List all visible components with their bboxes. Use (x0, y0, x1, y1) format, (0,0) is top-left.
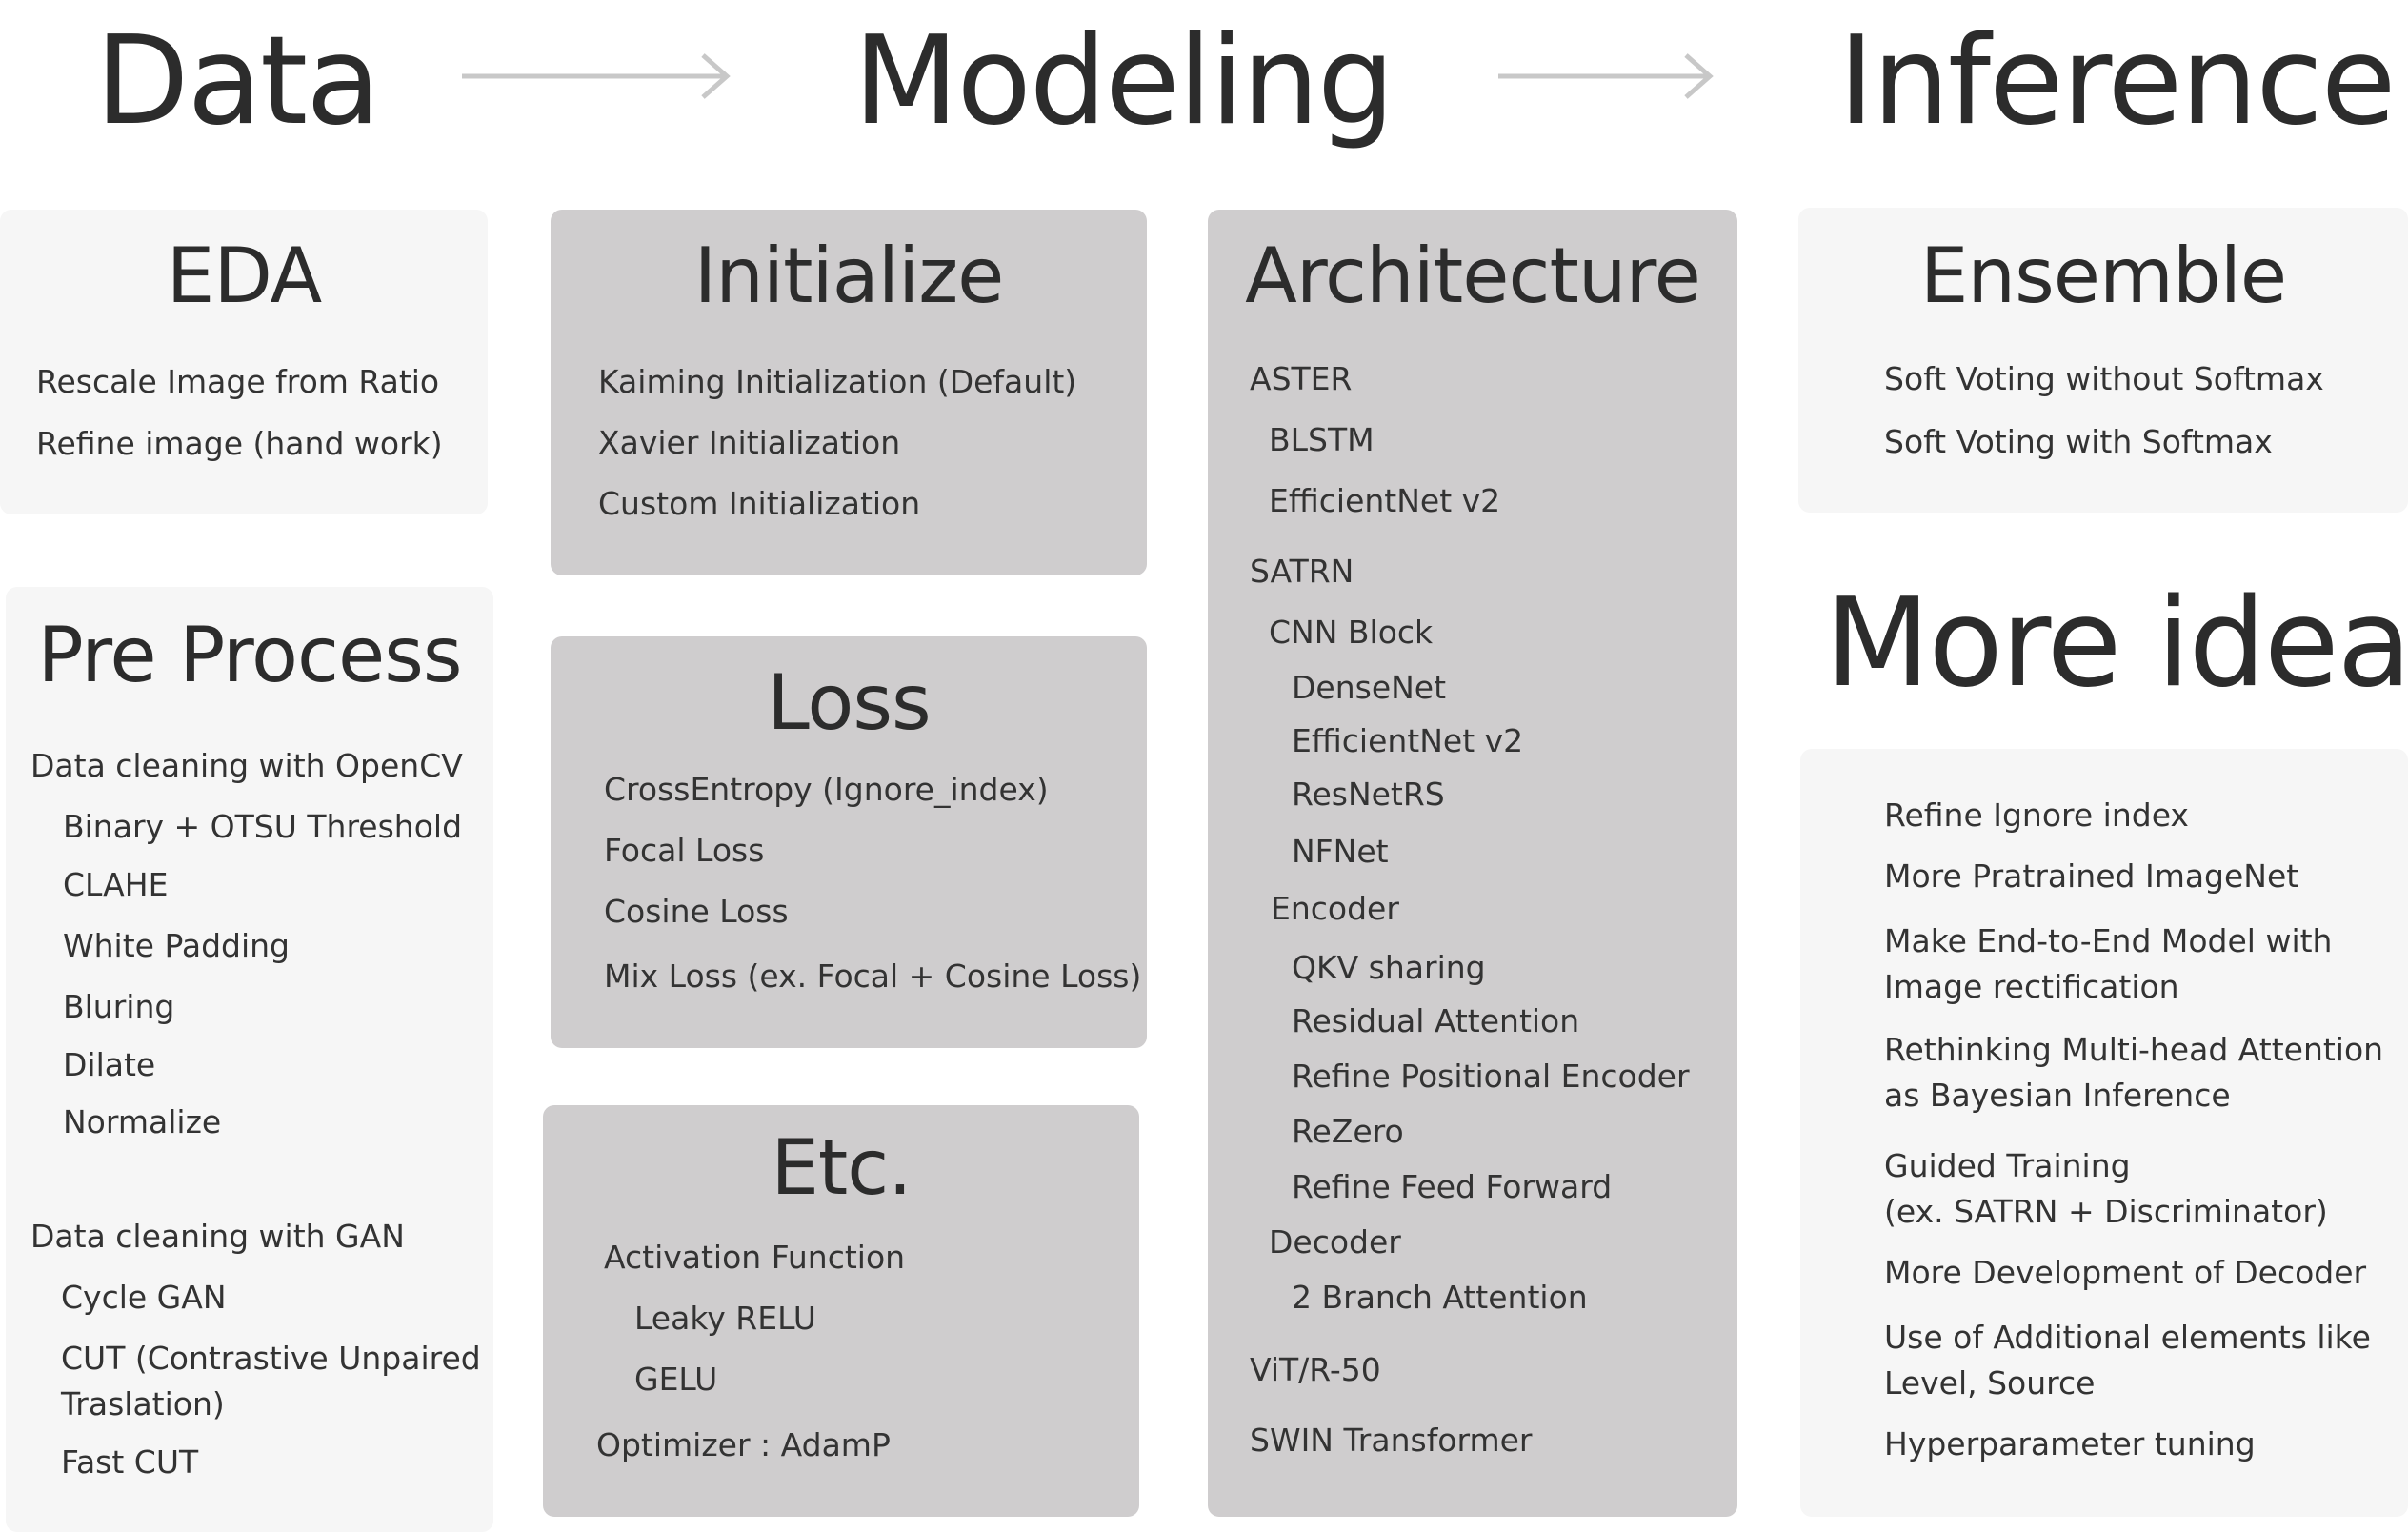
architecture-title: Architecture (1245, 232, 1701, 320)
cnn-item: DenseNet (1292, 669, 1447, 706)
eda-panel: EDA Rescale Image from Ratio Refine imag… (0, 210, 488, 514)
aster-item: EfficientNet v2 (1269, 482, 1501, 519)
opencv-item: Bluring (63, 988, 175, 1025)
activation-header: Activation Function (604, 1239, 906, 1276)
opencv-item: Binary + OTSU Threshold (63, 808, 463, 845)
idea-item: (ex. SATRN + Discriminator) (1884, 1193, 2328, 1230)
idea-item: as Bayesian Inference (1884, 1077, 2231, 1114)
idea-item: Level, Source (1884, 1364, 2096, 1402)
etc-panel: Etc. Activation Function Leaky RELU GELU… (543, 1105, 1139, 1517)
initialize-item: Kaiming Initialization (Default) (598, 363, 1077, 400)
ensemble-item: Soft Voting without Softmax (1884, 360, 2324, 397)
idea-item: Hyperparameter tuning (1884, 1425, 2256, 1462)
loss-item: Cosine Loss (604, 893, 789, 930)
initialize-title: Initialize (693, 232, 1005, 320)
initialize-panel: Initialize Kaiming Initialization (Defau… (551, 210, 1147, 575)
gan-item: Cycle GAN (61, 1279, 227, 1316)
cnn-item: EfficientNet v2 (1292, 722, 1524, 759)
encoder-item: Refine Positional Encoder (1292, 1058, 1690, 1095)
heading-data: Data (95, 10, 381, 152)
initialize-item: Custom Initialization (598, 485, 921, 522)
aster-item: BLSTM (1269, 421, 1375, 458)
opencv-item: White Padding (63, 927, 291, 964)
opencv-header: Data cleaning with OpenCV (30, 747, 463, 784)
aster-header: ASTER (1250, 360, 1353, 397)
decoder-item: 2 Branch Attention (1292, 1279, 1588, 1316)
cnn-item: ResNetRS (1292, 776, 1445, 813)
encoder-item: QKV sharing (1292, 949, 1486, 986)
loss-title: Loss (767, 658, 931, 747)
idea-item: Make End-to-End Model with (1884, 922, 2333, 959)
activation-item: Leaky RELU (634, 1300, 816, 1337)
idea-item: Image rectification (1884, 968, 2179, 1005)
pre-process-title: Pre Process (37, 611, 462, 699)
etc-title: Etc. (771, 1123, 912, 1212)
loss-item: CrossEntropy (Ignore_index) (604, 771, 1049, 808)
satrn-header: SATRN (1250, 553, 1354, 590)
idea-item: Refine Ignore index (1884, 797, 2189, 834)
ensemble-item: Soft Voting with Softmax (1884, 423, 2273, 460)
heading-modeling: Modeling (853, 10, 1395, 152)
eda-item: Refine image (hand work) (36, 425, 443, 462)
initialize-item: Xavier Initialization (598, 424, 901, 461)
more-idea-panel: Refine Ignore index More Pratrained Imag… (1800, 749, 2408, 1517)
ensemble-panel: Ensemble Soft Voting without Softmax Sof… (1798, 208, 2408, 513)
encoder-item: ReZero (1292, 1113, 1404, 1150)
opencv-item: Dilate (63, 1046, 156, 1083)
optimizer-item: Optimizer : AdamP (596, 1426, 891, 1463)
encoder-item: Residual Attention (1292, 1002, 1580, 1039)
idea-item: Guided Training (1884, 1147, 2131, 1184)
activation-item: GELU (634, 1361, 718, 1398)
gan-item: CUT (Contrastive Unpaired (61, 1340, 481, 1377)
idea-item: More Development of Decoder (1884, 1254, 2367, 1291)
heading-more-idea: More idea (1825, 573, 2408, 715)
encoder-header: Encoder (1271, 890, 1399, 927)
decoder-header: Decoder (1269, 1223, 1401, 1261)
loss-panel: Loss CrossEntropy (Ignore_index) Focal L… (551, 636, 1147, 1048)
swin-item: SWIN Transformer (1250, 1422, 1533, 1459)
opencv-item: CLAHE (63, 866, 169, 903)
idea-item: Rethinking Multi-head Attention (1884, 1031, 2384, 1068)
idea-item: Use of Additional elements like (1884, 1319, 2371, 1356)
pre-process-panel: Pre Process Data cleaning with OpenCV Bi… (6, 587, 493, 1532)
heading-inference: Inference (1838, 10, 2396, 152)
loss-item: Mix Loss (ex. Focal + Cosine Loss) (604, 958, 1142, 995)
encoder-item: Refine Feed Forward (1292, 1168, 1613, 1205)
ensemble-title: Ensemble (1919, 232, 2287, 320)
idea-item: More Pratrained ImageNet (1884, 857, 2299, 895)
opencv-item: Normalize (63, 1103, 222, 1140)
cnn-item: NFNet (1292, 833, 1389, 870)
arrow-data-to-modeling (462, 53, 731, 99)
eda-title: EDA (166, 232, 322, 320)
gan-item: Fast CUT (61, 1443, 199, 1481)
arrow-modeling-to-inference (1498, 53, 1714, 99)
vit-item: ViT/R-50 (1250, 1351, 1381, 1388)
eda-item: Rescale Image from Ratio (36, 363, 440, 400)
loss-item: Focal Loss (604, 832, 765, 869)
gan-header: Data cleaning with GAN (30, 1218, 405, 1255)
architecture-panel: Architecture ASTER BLSTM EfficientNet v2… (1208, 210, 1737, 1517)
cnn-block-header: CNN Block (1269, 614, 1434, 651)
gan-item: Traslation) (61, 1385, 225, 1422)
